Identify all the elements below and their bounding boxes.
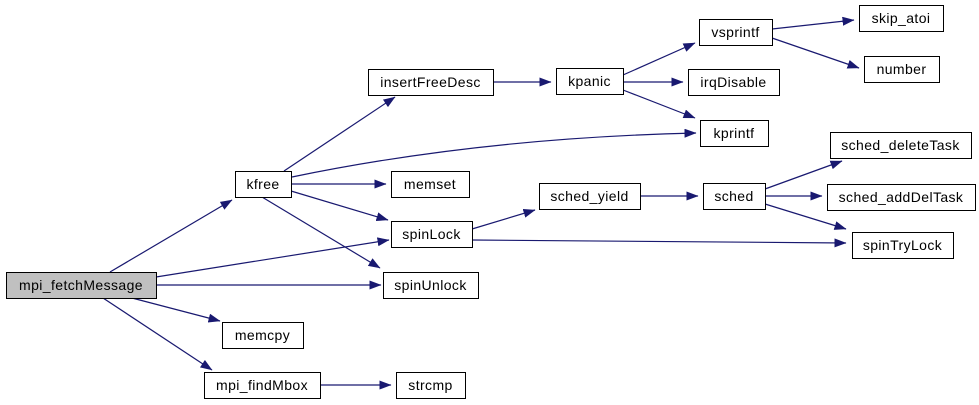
- node-sched_yield[interactable]: sched_yield: [539, 183, 641, 210]
- edge-mpi_fetchMessage-to-mpi_findMbox: [102, 297, 213, 371]
- node-box: [396, 372, 466, 399]
- node-label: number: [877, 61, 927, 77]
- node-irqDisable[interactable]: irqDisable: [688, 69, 780, 96]
- node-box: [827, 184, 976, 211]
- node-number[interactable]: number: [864, 56, 940, 83]
- node-box: [383, 272, 479, 299]
- edge-kpanic-to-kprintf: [622, 89, 696, 119]
- node-box: [539, 183, 641, 210]
- edge-vsprintf-to-skip_atoi: [771, 16, 855, 30]
- node-strcmp[interactable]: strcmp: [396, 372, 466, 399]
- node-sched_deleteTask[interactable]: sched_deleteTask: [830, 132, 972, 159]
- edge-sched-to-spinTryLock: [764, 203, 847, 230]
- node-label: irqDisable: [700, 74, 766, 90]
- node-label: spinUnlock: [394, 277, 467, 293]
- node-skip_atoi[interactable]: skip_atoi: [859, 5, 944, 32]
- node-insertFreeDesc[interactable]: insertFreeDesc: [368, 69, 494, 96]
- node-label: insertFreeDesc: [380, 74, 481, 90]
- node-kfree[interactable]: kfree: [235, 171, 292, 198]
- node-label: kpanic: [568, 73, 611, 89]
- node-box: [6, 272, 157, 299]
- edge-kfree-to-insertFreeDesc: [283, 96, 396, 172]
- node-mpi_findMbox[interactable]: mpi_findMbox: [204, 372, 321, 399]
- node-kpanic[interactable]: kpanic: [556, 68, 624, 95]
- node-box: [703, 183, 766, 210]
- node-box: [699, 19, 773, 46]
- node-box: [864, 56, 940, 83]
- node-label: mpi_findMbox: [216, 377, 308, 393]
- edge-vsprintf-to-number: [771, 37, 860, 69]
- node-box: [700, 120, 769, 147]
- node-memset[interactable]: memset: [391, 171, 470, 198]
- node-box: [391, 221, 473, 248]
- edge-mpi_fetchMessage-to-kfree: [109, 199, 233, 273]
- node-label: vsprintf: [711, 24, 759, 40]
- node-vsprintf[interactable]: vsprintf: [699, 19, 773, 46]
- node-label: kfree: [246, 176, 279, 192]
- node-box: [688, 69, 780, 96]
- node-memcpy[interactable]: memcpy: [222, 322, 304, 349]
- node-box: [222, 322, 304, 349]
- node-label: mpi_fetchMessage: [19, 277, 143, 293]
- node-spinUnlock[interactable]: spinUnlock: [383, 272, 479, 299]
- node-label: skip_atoi: [872, 10, 931, 26]
- node-sched_addDelTask[interactable]: sched_addDelTask: [827, 184, 976, 211]
- edge-kfree-to-spinUnlock: [261, 196, 381, 269]
- node-mpi_fetchMessage: mpi_fetchMessage: [6, 272, 157, 299]
- node-box: [830, 132, 972, 159]
- node-label: sched_addDelTask: [839, 189, 964, 205]
- node-label: spinTryLock: [863, 237, 943, 253]
- node-label: sched: [714, 188, 753, 204]
- node-box: [852, 232, 954, 259]
- edge-kfree-to-kprintf: [291, 128, 697, 178]
- node-label: strcmp: [408, 377, 452, 393]
- node-label: memcpy: [235, 327, 290, 343]
- node-box: [859, 5, 944, 32]
- edge-kfree-to-spinLock: [290, 190, 389, 222]
- node-box: [368, 69, 494, 96]
- edge-kpanic-to-vsprintf: [622, 42, 696, 76]
- node-label: sched_deleteTask: [841, 137, 960, 153]
- node-box: [391, 171, 470, 198]
- edge-spinLock-to-spinTryLock: [471, 238, 847, 248]
- node-box: [556, 68, 624, 95]
- node-box: [204, 372, 321, 399]
- node-sched[interactable]: sched: [703, 183, 766, 210]
- edge-mpi_fetchMessage-to-memcpy: [131, 297, 221, 323]
- node-label: kprintf: [714, 125, 755, 141]
- edge-sched-to-sched_deleteTask: [764, 160, 843, 190]
- node-spinLock[interactable]: spinLock: [391, 221, 473, 248]
- edge-spinLock-to-sched_yield: [471, 209, 536, 230]
- node-spinTryLock[interactable]: spinTryLock: [852, 232, 954, 259]
- node-label: sched_yield: [550, 188, 628, 204]
- node-label: memset: [404, 176, 456, 192]
- edge-mpi_fetchMessage-to-spinLock: [155, 237, 390, 278]
- node-label: spinLock: [402, 226, 461, 242]
- node-box: [235, 171, 292, 198]
- node-kprintf[interactable]: kprintf: [700, 120, 769, 147]
